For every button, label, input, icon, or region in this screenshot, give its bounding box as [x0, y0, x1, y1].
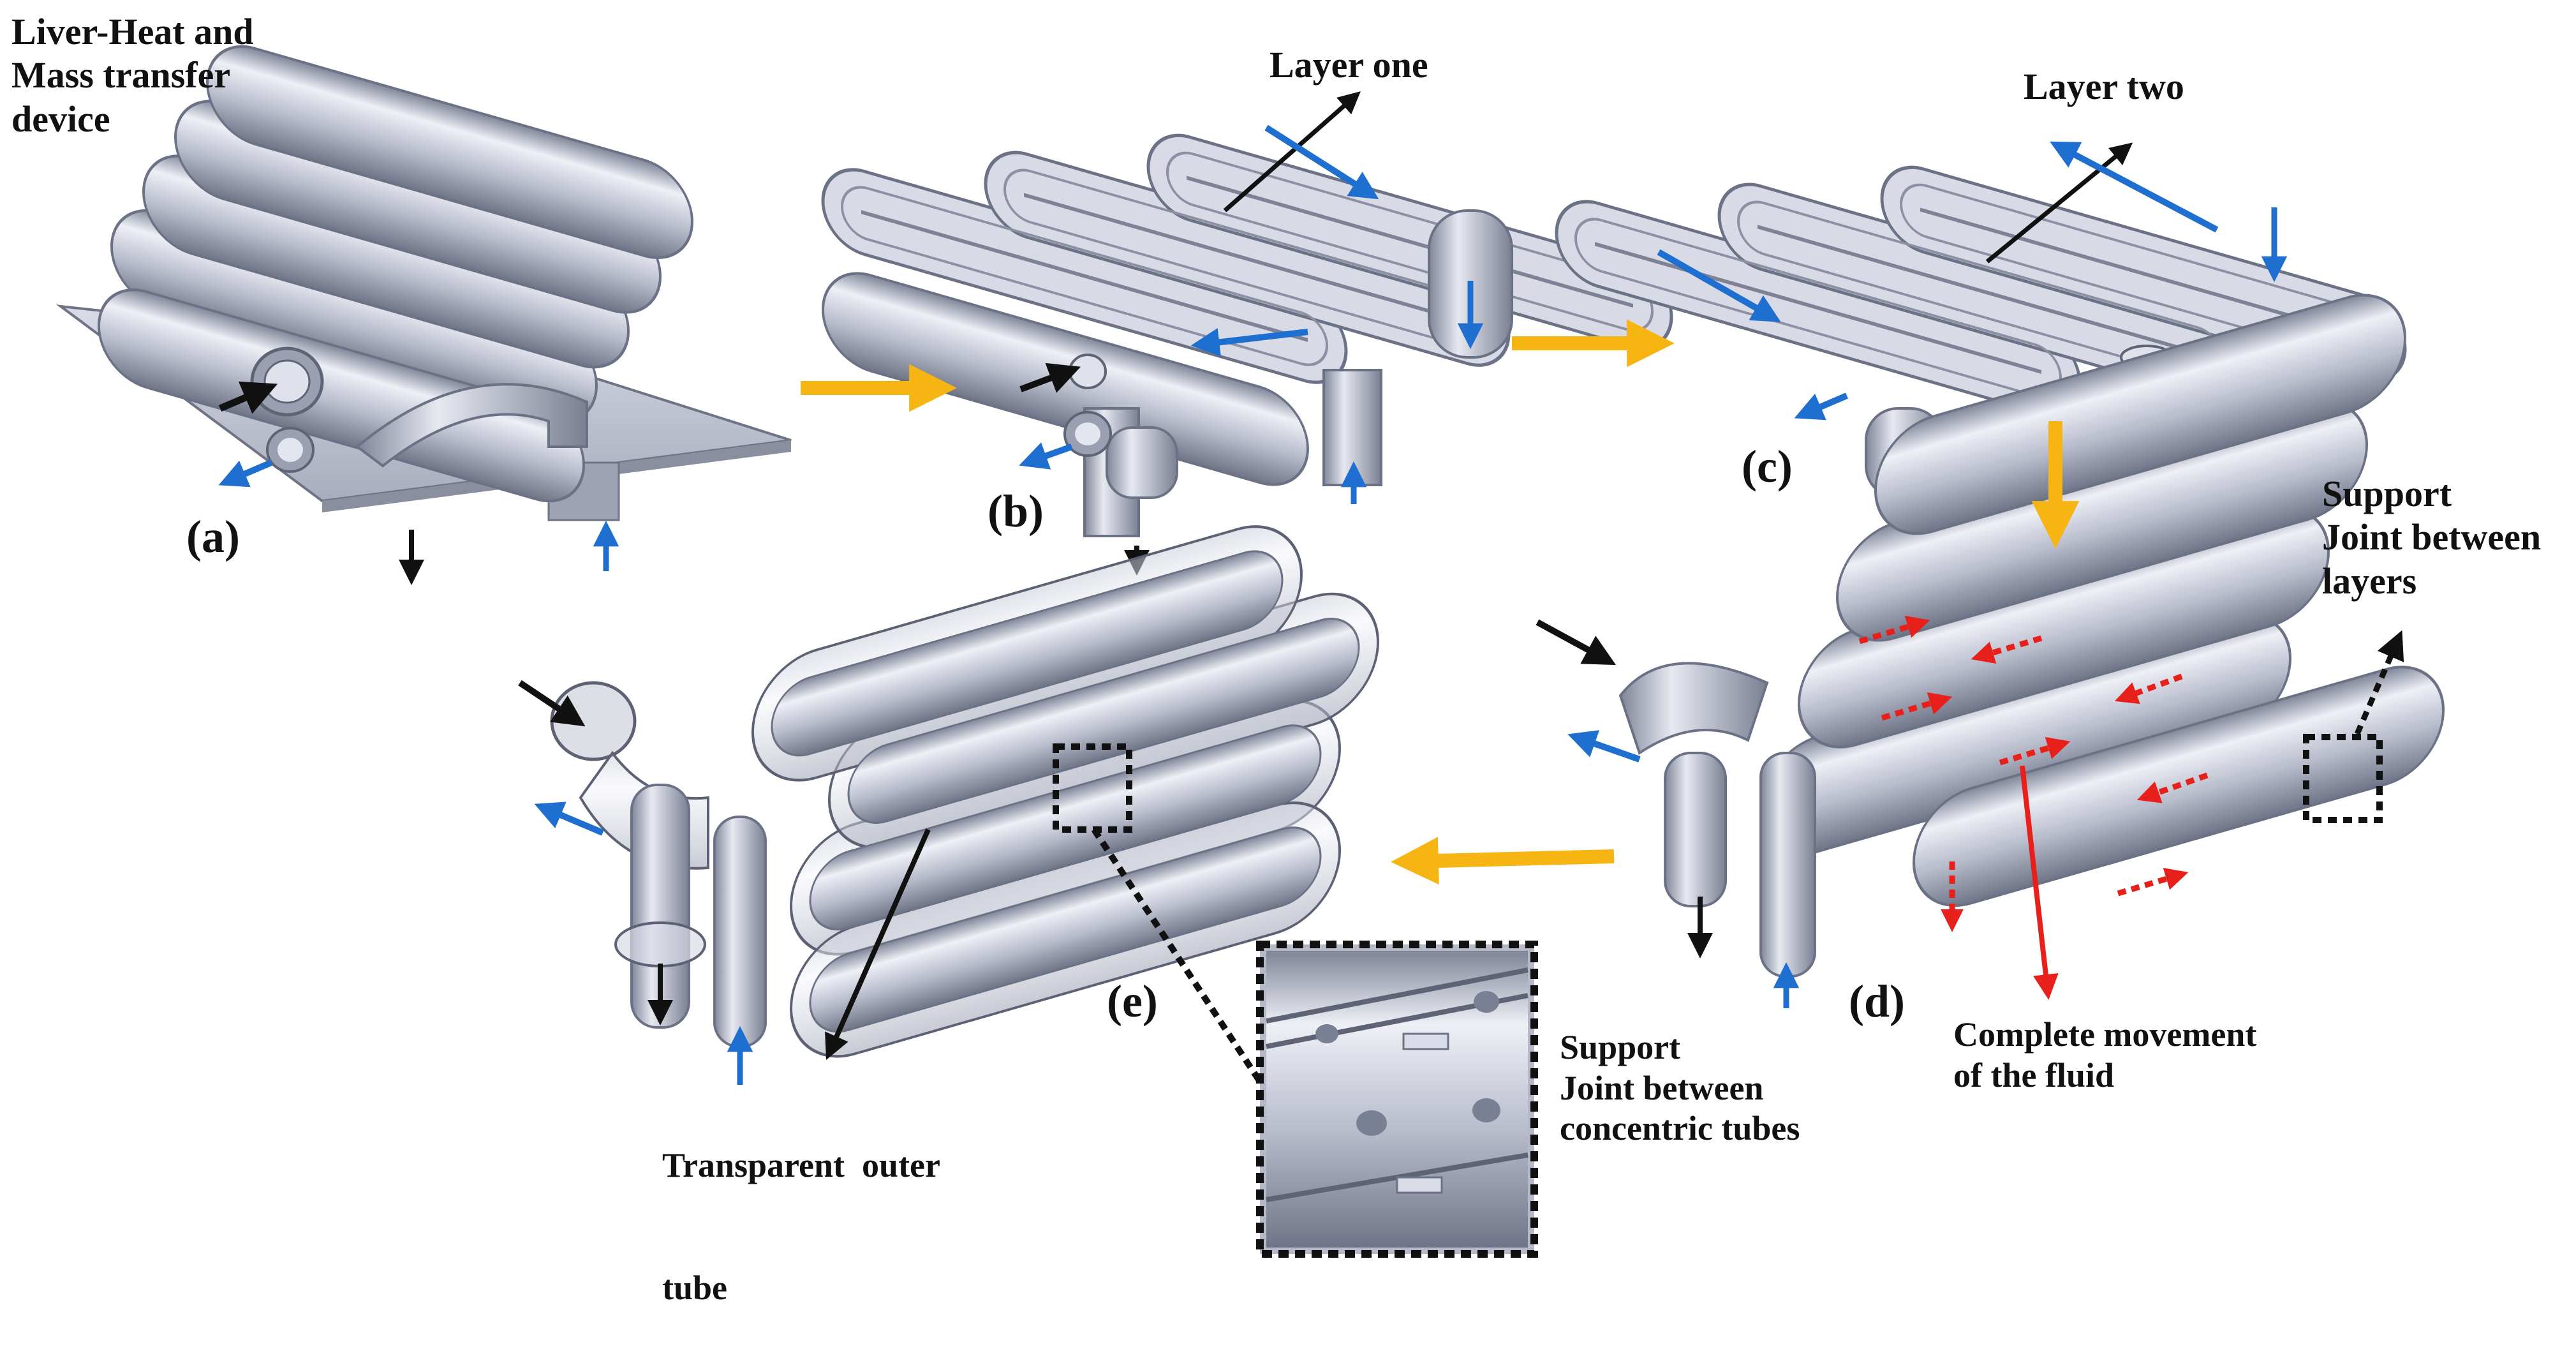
- panel-label-b: (b): [988, 486, 1044, 537]
- device-title-line-1: Liver-Heat and: [11, 11, 254, 52]
- zoom-inset: [1256, 941, 1538, 1258]
- transparent-outer-line-2: tube: [662, 1268, 728, 1307]
- panel-b-layer-one: [821, 91, 1673, 576]
- device-title-line-3: device: [11, 98, 110, 140]
- complete-movement-line-2: of the fluid: [1953, 1055, 2115, 1094]
- step-arrows: [801, 319, 2080, 885]
- support-layers-line-3: layers: [2322, 560, 2417, 602]
- device-title-label: Liver-Heat and Mass transfer device: [11, 10, 254, 141]
- layer-two-label: Layer two: [2024, 66, 2184, 107]
- support-concentric-line-2: Joint between: [1560, 1068, 1764, 1107]
- layer-one-label: Layer one: [1269, 44, 1428, 86]
- support-layers-label: Support Joint between layers: [2322, 472, 2541, 603]
- support-concentric-line-1: Support: [1560, 1028, 1681, 1066]
- panel-label-e: (e): [1107, 976, 1158, 1027]
- diagram-svg: [56, 45, 2445, 1258]
- support-concentric-line-3: concentric tubes: [1560, 1109, 1800, 1148]
- panel-d-flow: [1536, 294, 2445, 1008]
- panel-a-device: [56, 45, 792, 585]
- panel-label-d: (d): [1849, 976, 1905, 1027]
- panel-c-layer-two: [1555, 141, 2407, 525]
- panel-e-transparent: [518, 525, 1538, 1258]
- device-title-line-2: Mass transfer: [11, 54, 231, 96]
- figure-canvas: Liver-Heat and Mass transfer device Laye…: [11, 10, 2541, 1307]
- complete-movement-label: Complete movement of the fluid: [1953, 1015, 2256, 1096]
- panel-label-a: (a): [186, 511, 240, 562]
- support-layers-line-2: Joint between: [2322, 516, 2542, 558]
- complete-movement-line-1: Complete movement: [1953, 1015, 2257, 1054]
- support-concentric-label: Support Joint between concentric tubes: [1560, 1027, 1800, 1149]
- transparent-outer-label: Transparent outer tube: [662, 1064, 940, 1349]
- step-arrow-d-to-e: [1391, 837, 1615, 885]
- panel-label-c: (c): [1742, 441, 1793, 492]
- support-layers-line-1: Support: [2322, 473, 2452, 514]
- transparent-outer-line-1: Transparent outer: [662, 1146, 940, 1185]
